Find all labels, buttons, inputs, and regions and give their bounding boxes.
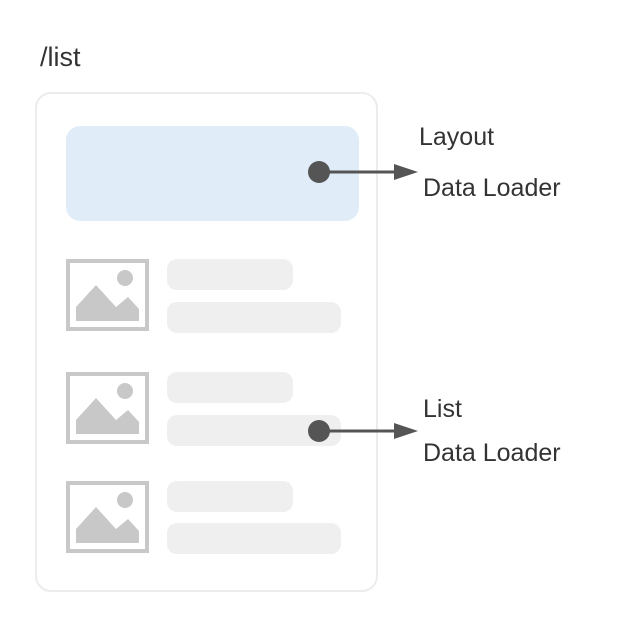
- layout-connector-dot: [308, 161, 330, 183]
- image-placeholder-icon: [66, 481, 149, 553]
- layout-arrow-icon: [320, 164, 418, 180]
- list-caption-subtitle: Data Loader: [423, 439, 561, 467]
- list-connector-dot: [308, 420, 330, 442]
- image-placeholder-icon: [66, 259, 149, 331]
- layout-caption-subtitle: Data Loader: [423, 174, 561, 202]
- list-item-text-placeholder: [167, 302, 341, 333]
- image-placeholder-icon: [66, 372, 149, 444]
- list-item-title-placeholder: [167, 481, 293, 512]
- list-arrow-icon: [320, 423, 418, 439]
- list-item-title-placeholder: [167, 372, 293, 403]
- list-item-title-placeholder: [167, 259, 293, 290]
- layout-caption-title: Layout: [419, 123, 495, 151]
- list-caption-title: List: [423, 395, 462, 423]
- list-item-text-placeholder: [167, 523, 341, 554]
- route-label: /list: [40, 42, 81, 72]
